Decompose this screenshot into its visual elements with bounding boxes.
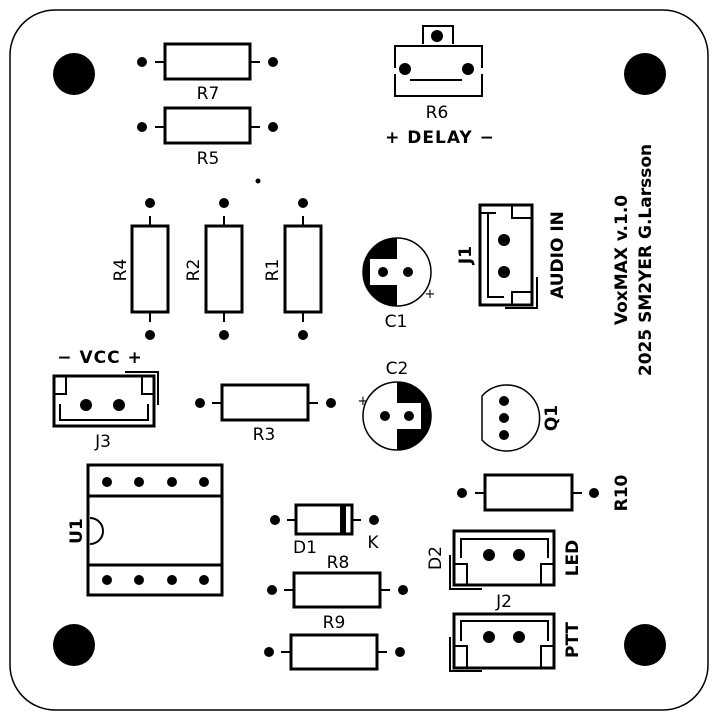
capacitor-c1: + C1 xyxy=(362,237,436,332)
mounting-hole-top-right xyxy=(624,53,666,95)
trimmer-r6: R6 + DELAY − xyxy=(385,25,495,148)
mounting-hole-bottom-left xyxy=(53,624,95,666)
r1-label: R1 xyxy=(263,259,283,282)
audio-in-label: AUDIO IN xyxy=(548,211,568,299)
vcc-label: − VCC + xyxy=(57,348,142,368)
r6-label: R6 xyxy=(426,103,449,123)
resistor-r9: R9 xyxy=(264,613,405,671)
board-credit: 2025 SM2YER G.Larsson xyxy=(636,144,656,376)
capacitor-c2: + C2 xyxy=(358,359,432,451)
r10-label: R10 xyxy=(612,474,632,511)
c2-polarity: + xyxy=(358,394,369,409)
resistor-r7: R7 xyxy=(137,42,278,104)
j3-label: J3 xyxy=(94,432,111,452)
r3-label: R3 xyxy=(253,425,276,445)
r5-label: R5 xyxy=(197,149,220,169)
ic-u1: U1 xyxy=(67,463,224,597)
cathode-label: K xyxy=(367,533,379,553)
resistor-r4: R4 xyxy=(111,198,170,340)
resistor-r2: R2 xyxy=(184,198,244,340)
resistor-r5: R5 xyxy=(137,106,278,169)
mounting-hole-top-left xyxy=(53,53,95,95)
r7-label: R7 xyxy=(197,84,220,104)
r9-label: R9 xyxy=(323,613,346,633)
u1-label: U1 xyxy=(67,518,87,544)
c1-label: C1 xyxy=(385,312,408,332)
resistor-r10: R10 xyxy=(457,473,632,512)
d1-label: D1 xyxy=(293,538,317,558)
resistor-r3: R3 xyxy=(195,383,336,445)
r4-label: R4 xyxy=(111,259,131,282)
d2-label: D2 xyxy=(426,546,446,570)
resistor-r8: R8 xyxy=(267,553,408,609)
board-outline xyxy=(9,9,709,711)
mounting-hole-bottom-right xyxy=(624,624,666,666)
connector-d2-led: D2 LED J2 xyxy=(426,529,583,612)
r2-label: R2 xyxy=(184,259,204,282)
resistor-r1: R1 xyxy=(263,198,323,340)
c1-polarity: + xyxy=(425,287,436,302)
ptt-label: PTT xyxy=(563,622,583,658)
q1-label: Q1 xyxy=(542,405,562,431)
delay-label: + DELAY − xyxy=(385,128,495,148)
board-title: VoxMAX v.1.0 xyxy=(612,195,632,325)
connector-ptt: PTT xyxy=(449,612,583,672)
connector-j3: − VCC + J3 xyxy=(52,348,159,452)
r8-label: R8 xyxy=(327,553,350,573)
fiducial-dot xyxy=(255,178,261,184)
j1-label: J1 xyxy=(456,246,476,265)
led-label: LED xyxy=(563,540,583,577)
connector-j1: J1 AUDIO IN xyxy=(456,203,568,309)
j2-label: J2 xyxy=(495,592,512,612)
transistor-q1: Q1 xyxy=(481,384,562,452)
diode-d1: D1 K xyxy=(270,503,379,558)
c2-label: C2 xyxy=(386,359,409,379)
